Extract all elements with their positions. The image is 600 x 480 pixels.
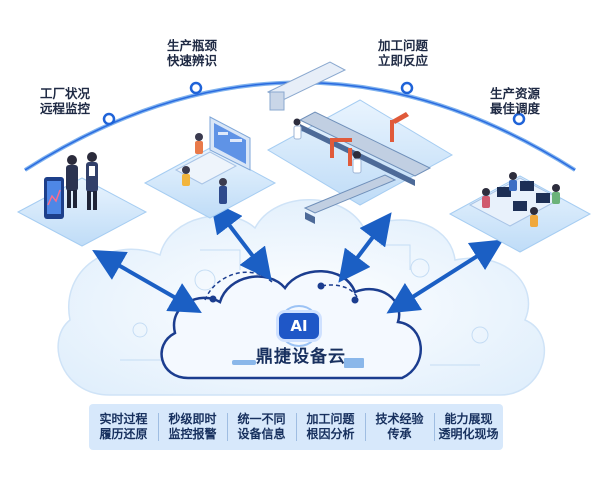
arc-node-2: [189, 81, 203, 95]
arc-node-1: [102, 112, 116, 126]
scene-bottleneck: [143, 116, 277, 219]
arrow-response: [338, 212, 392, 283]
ai-badge: AI: [279, 313, 319, 339]
feature-transparency: 能力展现 透明化现场: [434, 404, 503, 450]
feature-realtime-alarm: 秒级即时 监控报警: [158, 404, 227, 450]
feature-history-replay: 实时过程 履历还原: [99, 412, 148, 441]
label-remote-monitoring: 工厂状况 远程监控: [40, 86, 91, 116]
scene-resource-scheduling: [448, 172, 592, 253]
label-bottleneck: 生产瓶颈 快速辨识: [167, 38, 218, 68]
label-scheduling: 生产资源 最佳调度: [490, 86, 541, 116]
feature-experience-inheritance: 技术经验 传承: [365, 404, 434, 450]
arrow-remote: [92, 250, 202, 313]
arrow-bottleneck: [210, 200, 272, 281]
arc-node-3: [400, 81, 414, 95]
scene-remote-monitoring: [16, 152, 148, 247]
arrow-scheduling: [386, 239, 504, 314]
scene-processing-line: [266, 61, 454, 224]
feature-root-cause: 加工问题 根因分析: [296, 404, 365, 450]
feature-bar: 实时过程 履历还原 秒级即时 监控报警 统一不同 设备信息 加工问题 根因分析 …: [89, 404, 503, 450]
label-response: 加工问题 立即反应: [378, 38, 429, 68]
cloud-title: 鼎捷设备云: [256, 347, 346, 367]
feature-unified-info: 统一不同 设备信息: [227, 404, 296, 450]
arc-node-4: [512, 112, 526, 126]
